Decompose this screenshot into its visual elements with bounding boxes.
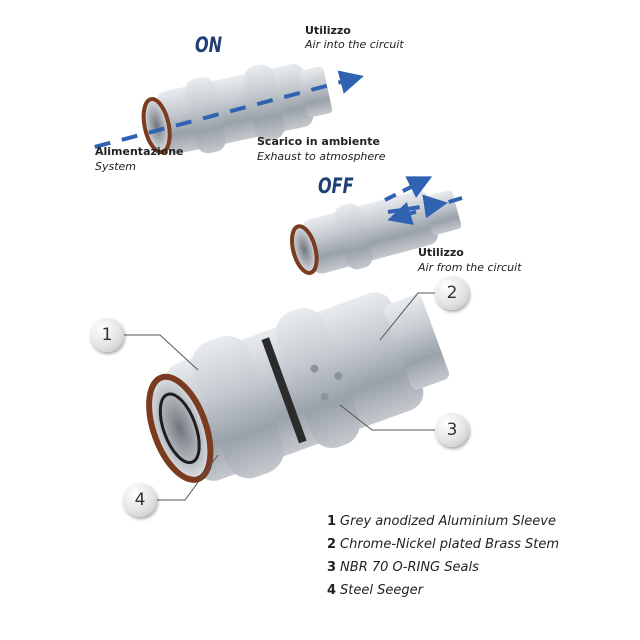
callout-4: 4 <box>123 483 157 517</box>
off-state-label: OFF <box>318 174 354 198</box>
legend-number: 2 <box>327 537 337 552</box>
legend-text: Chrome-Nickel plated Brass Stem <box>340 537 559 552</box>
legend-text: Grey anodized Aluminium Sleeve <box>340 514 556 529</box>
callout-2: 2 <box>435 276 469 310</box>
legend-number: 3 <box>327 560 337 575</box>
on-outlet-subtitle: Air into the circuit <box>305 38 404 51</box>
on-exhaust-subtitle: Exhaust to atmosphere <box>257 150 386 163</box>
on-outlet-title: Utilizzo <box>305 24 351 37</box>
on-state-label: ON <box>195 33 223 57</box>
off-outlet-subtitle: Air from the circuit <box>418 261 522 274</box>
callout-3: 3 <box>435 413 469 447</box>
legend-text: NBR 70 O-RING Seals <box>340 560 479 575</box>
legend-number: 4 <box>327 583 337 598</box>
legend-text: Steel Seeger <box>340 583 423 598</box>
on-inlet-subtitle: System <box>95 160 137 173</box>
off-exhaust-arrows <box>384 176 463 225</box>
legend-number: 1 <box>327 514 337 529</box>
cutaway-fitting <box>146 292 450 483</box>
leader-lines <box>124 292 435 501</box>
callout-1: 1 <box>90 318 124 352</box>
on-exhaust-title: Scarico in ambiente <box>257 135 380 148</box>
on-inlet-title: Alimentazione <box>95 145 184 158</box>
off-outlet-title: Utilizzo <box>418 246 464 259</box>
on-fitting <box>94 63 364 155</box>
